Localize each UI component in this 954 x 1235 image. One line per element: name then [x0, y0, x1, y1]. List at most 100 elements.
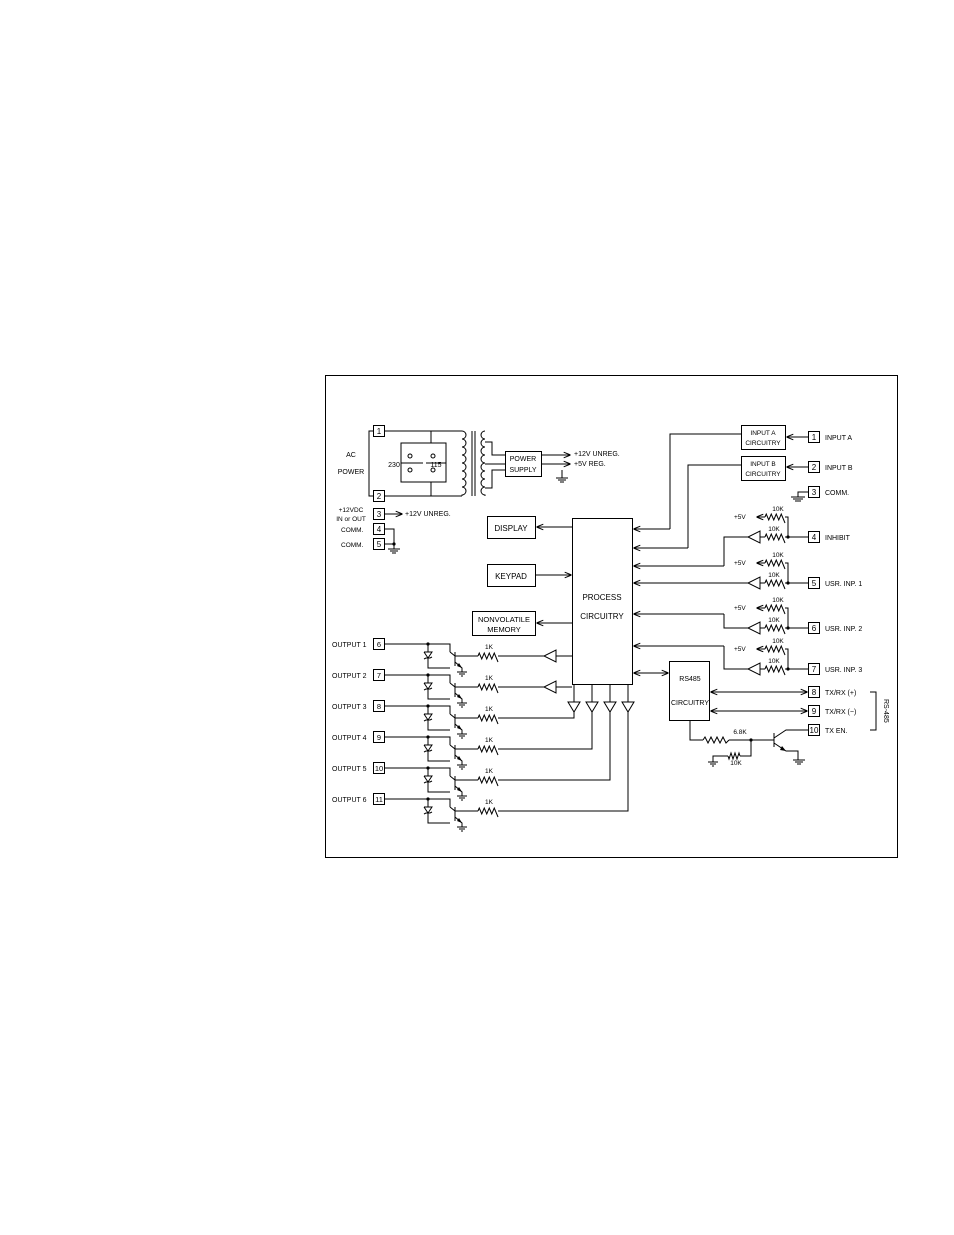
resistor-label: 10K — [768, 572, 780, 579]
transformer-core — [471, 431, 476, 496]
rs485-section: 8 TX/RX (+) 9 TX/RX (−) 10 TX EN. RS-485… — [689, 686, 889, 767]
terminal-box — [373, 425, 385, 437]
rs485-block — [669, 661, 710, 721]
switch-contact — [407, 467, 413, 473]
memory-label-2: MEMORY — [487, 625, 521, 634]
comm3-wire — [791, 491, 808, 502]
user-input-label: USR. INP. 1 — [825, 581, 862, 588]
keypad-block — [487, 564, 536, 587]
user-input-wire — [785, 562, 808, 584]
zener-diode — [423, 675, 450, 700]
buffer-symbol — [603, 685, 617, 713]
resistor-label: 10K — [768, 617, 780, 624]
output-transistor — [449, 682, 463, 703]
output-wire — [385, 674, 451, 683]
vcc-label: +5V — [734, 605, 746, 612]
terminal-number: 2 — [377, 492, 382, 501]
resistor-label: 10K — [768, 658, 780, 665]
resistor — [702, 735, 730, 745]
switch-contact — [430, 467, 436, 473]
output-drive-wire — [498, 712, 629, 812]
input-b-block-label: INPUT B — [750, 461, 776, 468]
output-drive-wire — [498, 712, 611, 781]
zener-diode — [423, 799, 450, 824]
ground-symbol — [457, 795, 467, 801]
terminal-box — [373, 538, 385, 550]
buffer-symbol — [542, 649, 572, 663]
terminal-box — [373, 508, 385, 520]
comm-label: COMM. — [341, 542, 364, 549]
terminal-number: 10 — [375, 764, 383, 773]
terminal-number: 1 — [377, 427, 382, 436]
input-a-section: INPUT A CIRCUITRY 1 INPUT A — [634, 425, 852, 530]
buffer-symbol — [542, 680, 572, 694]
buffer-symbol — [621, 685, 635, 713]
dc-power-label-2: IN or OUT — [336, 516, 366, 523]
resistor-label: 1K — [485, 768, 494, 775]
dc-power-section: +12VDC IN or OUT 3 +12V UNREG. COMM. 4 C… — [336, 507, 451, 554]
power-supply-label: POWER — [510, 456, 536, 463]
user-input-wire — [785, 648, 808, 670]
terminal-box — [373, 793, 385, 805]
output-wire — [385, 798, 451, 807]
user-input-wire — [785, 516, 808, 538]
terminal-box — [808, 486, 820, 498]
terminal-box — [373, 490, 385, 502]
output-wire — [385, 767, 451, 776]
ground-symbol — [457, 826, 467, 832]
terminal-box — [373, 523, 385, 535]
comm3-section: 3 COMM. — [791, 486, 849, 502]
process-label-2: CIRCUITRY — [580, 612, 624, 621]
user-input-label: INHIBIT — [825, 535, 851, 542]
terminal-number: 7 — [377, 671, 381, 680]
terminal-number: 2 — [812, 463, 817, 472]
comm3-label: COMM. — [825, 490, 849, 497]
input-a-circuitry-block — [741, 425, 786, 450]
power-supply-label-2: SUPPLY — [509, 467, 536, 474]
resistor — [764, 512, 786, 524]
terminal-number: 6 — [812, 624, 817, 633]
input-b-circuitry-block — [741, 456, 786, 481]
terminal-box — [808, 431, 820, 443]
resistor — [764, 664, 786, 676]
input-a-to-process — [669, 433, 741, 529]
resistor-label: 1K — [485, 737, 494, 744]
zener-diode — [423, 768, 450, 793]
user-input-to-process — [723, 536, 748, 566]
transistor-arrow — [457, 694, 462, 699]
ground-symbol — [457, 671, 467, 677]
terminal-box — [373, 669, 385, 681]
input-a-label: INPUT A — [825, 435, 852, 442]
user-input-to-process — [723, 646, 748, 670]
resistor-label: 1K — [485, 799, 494, 806]
terminal-box — [808, 622, 820, 634]
resistor — [727, 751, 741, 761]
terminal-number: 4 — [812, 533, 817, 542]
vcc-label: +5V — [734, 646, 746, 653]
resistor-label: 10K — [772, 552, 784, 559]
terminal-box — [808, 663, 820, 675]
terminal-box — [373, 731, 385, 743]
terminal-box — [373, 700, 385, 712]
supply-5v-label: +5V REG. — [574, 461, 606, 468]
display-label: DISPLAY — [494, 524, 528, 533]
resistor-label: 1K — [485, 706, 494, 713]
user-input-wire — [785, 607, 808, 629]
output-wire — [385, 705, 451, 714]
tap-115-label: 115 — [430, 462, 441, 469]
terminal-number: 11 — [375, 795, 383, 804]
terminal-number: 8 — [377, 702, 381, 711]
keypad-label: KEYPAD — [495, 572, 527, 581]
terminal-number: 4 — [377, 525, 382, 534]
output-transistor — [449, 775, 463, 796]
resistor — [477, 806, 499, 818]
terminal-number: 7 — [812, 665, 817, 674]
terminal-box — [808, 461, 820, 473]
terminal-number: 10 — [810, 726, 819, 735]
terminal-number: 6 — [377, 640, 381, 649]
